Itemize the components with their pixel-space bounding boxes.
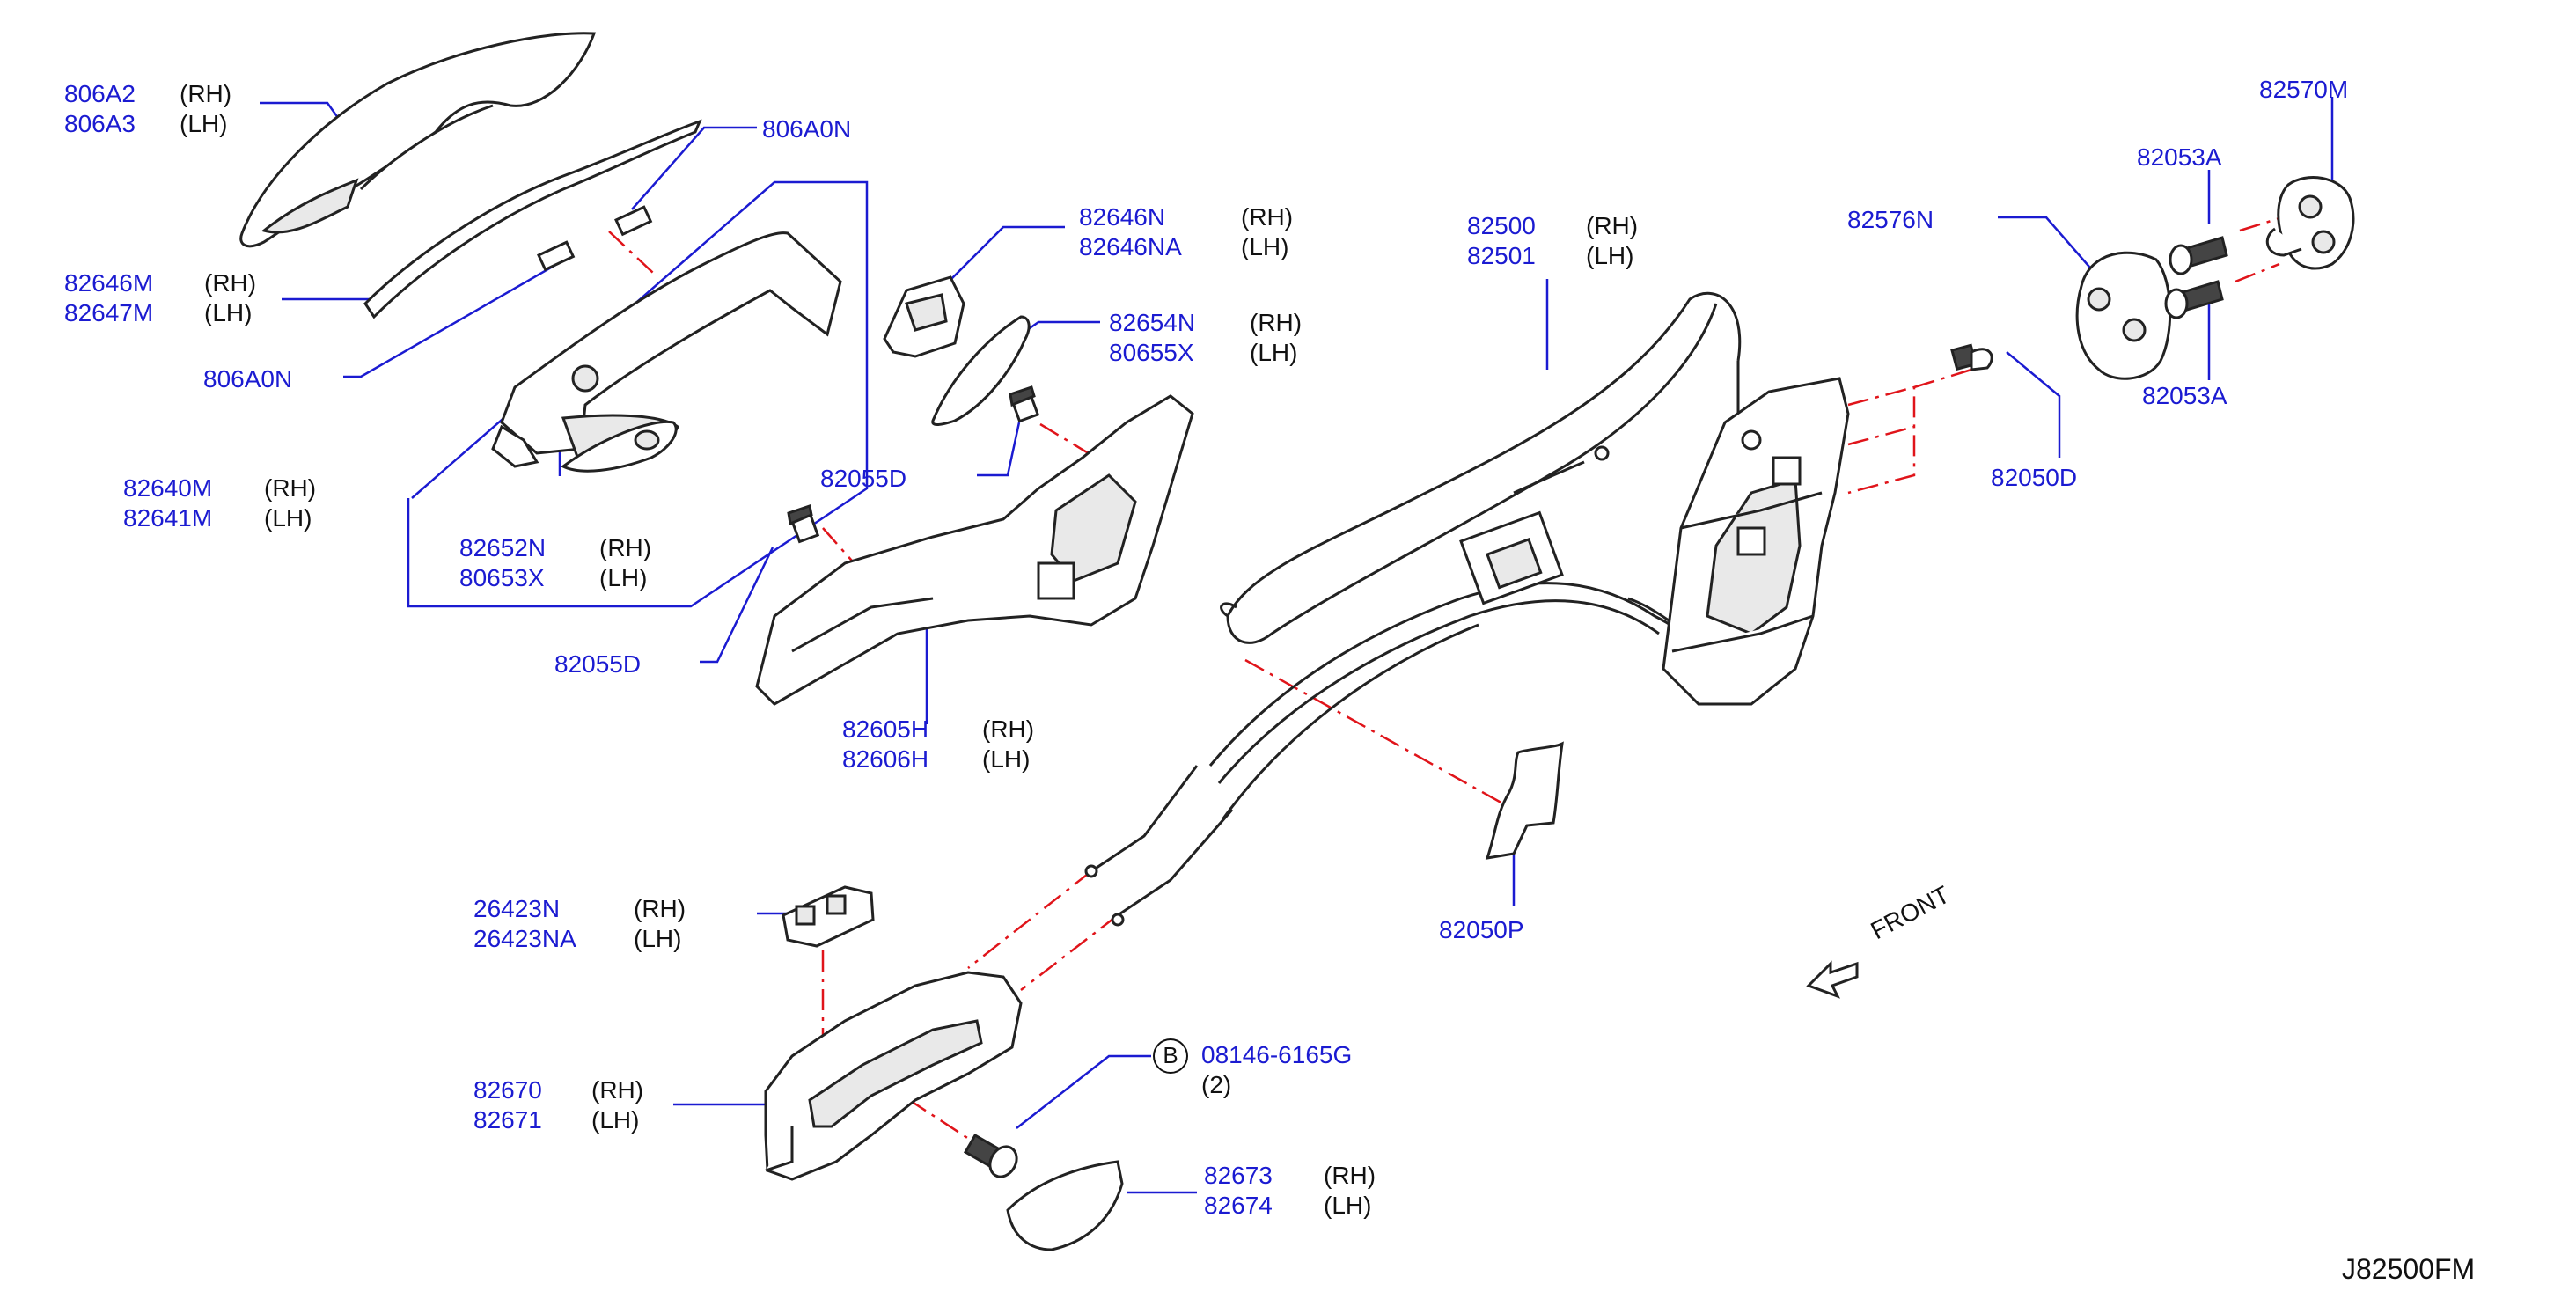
part-number-26423N: 26423N [473, 895, 561, 922]
side-label-rh: (RH) [982, 715, 1035, 743]
handle-base-trim [363, 119, 702, 319]
side-label-rh: (RH) [1324, 1162, 1376, 1189]
part-number-82500: 82500 [1467, 212, 1536, 239]
side-label-lh: (LH) [599, 564, 648, 591]
side-label-lh: (LH) [1250, 339, 1298, 366]
side-label-rh: (RH) [1241, 203, 1294, 231]
outer-handle-cover [239, 32, 597, 248]
side-label-rh: (RH) [634, 895, 686, 922]
side-label-lh: (LH) [1324, 1192, 1372, 1219]
part-number-806A3: 806A3 [64, 110, 136, 137]
inside-door-handle [764, 971, 1023, 1181]
handle-frame-bracket [755, 394, 1194, 706]
striker-shim [2075, 251, 2172, 380]
screw-82055D-upper [1009, 385, 1040, 423]
side-label-lh: (LH) [204, 299, 253, 326]
bolt-08146-6165G [963, 1133, 1018, 1178]
part-number-806A0N-top: 806A0N [762, 115, 852, 143]
part-number-82647M: 82647M [64, 299, 154, 326]
side-label-lh: (LH) [634, 925, 682, 952]
part-number-82646M: 82646M [64, 269, 154, 297]
bolt-badge: B [1153, 1038, 1188, 1074]
part-number-82576N: 82576N [1847, 206, 1934, 233]
part-number-80655X: 80655X [1109, 339, 1194, 366]
part-number-82674: 82674 [1204, 1192, 1273, 1219]
side-label-rh: (RH) [180, 80, 232, 107]
diagram-code: J82500FM [2342, 1253, 2476, 1285]
side-label-lh: (LH) [982, 745, 1031, 773]
side-label-lh: (LH) [264, 504, 312, 532]
cable-assembly [1084, 291, 1742, 927]
part-number-82673: 82673 [1204, 1162, 1273, 1189]
part-number-82053A-bottom: 82053A [2142, 382, 2227, 409]
part-number-806A2: 806A2 [64, 80, 136, 107]
quantity-label: (2) [1201, 1071, 1232, 1098]
side-label-rh: (RH) [1250, 309, 1303, 336]
inside-handle-connector [782, 885, 875, 948]
part-number-82055D-lower: 82055D [554, 650, 642, 678]
side-label-lh: (LH) [1586, 242, 1634, 269]
part-number-82646NA: 82646NA [1079, 233, 1182, 260]
part-number-82053A-top: 82053A [2137, 143, 2222, 171]
part-number-82050P: 82050P [1439, 916, 1524, 943]
side-label-rh: (RH) [591, 1076, 644, 1104]
part-number-82501: 82501 [1467, 242, 1536, 269]
side-label-lh: (LH) [180, 110, 228, 137]
part-number-82606H: 82606H [842, 745, 929, 773]
handle-clip [883, 275, 965, 358]
side-label-rh: (RH) [1586, 212, 1639, 239]
leader-lines [260, 97, 2334, 1194]
part-number-82652N: 82652N [459, 534, 547, 561]
part-number-82640M: 82640M [123, 474, 213, 502]
side-label-rh: (RH) [599, 534, 652, 561]
part-number-82654N: 82654N [1109, 309, 1196, 336]
part-number-82605H: 82605H [842, 715, 929, 743]
door-lock-actuator [1662, 377, 1850, 706]
side-label-lh: (LH) [591, 1106, 640, 1134]
part-number-82646N: 82646N [1079, 203, 1166, 231]
screw-82053A-top [2169, 236, 2228, 275]
part-number-80653X: 80653X [459, 564, 545, 591]
part-number-82050D: 82050D [1991, 464, 2078, 491]
part-number-08146-6165G: 08146-6165G [1201, 1041, 1353, 1068]
handle-gasket [561, 420, 678, 473]
rear-gasket [931, 315, 1031, 426]
part-number-82570M: 82570M [2259, 76, 2349, 103]
part-number-82670: 82670 [473, 1076, 542, 1104]
part-number-82055D-upper: 82055D [820, 465, 907, 492]
side-label-lh: (LH) [1241, 233, 1289, 260]
door-striker [2265, 176, 2355, 270]
lock-seal [1485, 741, 1564, 860]
screw-82055D-lower [787, 504, 820, 544]
inside-handle-cover [1006, 1160, 1124, 1251]
part-number-26423NA: 26423NA [473, 925, 576, 952]
part-number-82641M: 82641M [123, 504, 213, 532]
lock-bolt-82050D [1950, 343, 1993, 371]
side-label-rh: (RH) [204, 269, 257, 297]
front-direction-arrow [1806, 960, 1859, 999]
front-label: FRONT [1866, 880, 1955, 945]
part-number-806A0N-left: 806A0N [203, 365, 293, 393]
side-label-rh: (RH) [264, 474, 317, 502]
screw-82053A-bottom [2164, 280, 2224, 319]
part-number-82671: 82671 [473, 1106, 542, 1134]
